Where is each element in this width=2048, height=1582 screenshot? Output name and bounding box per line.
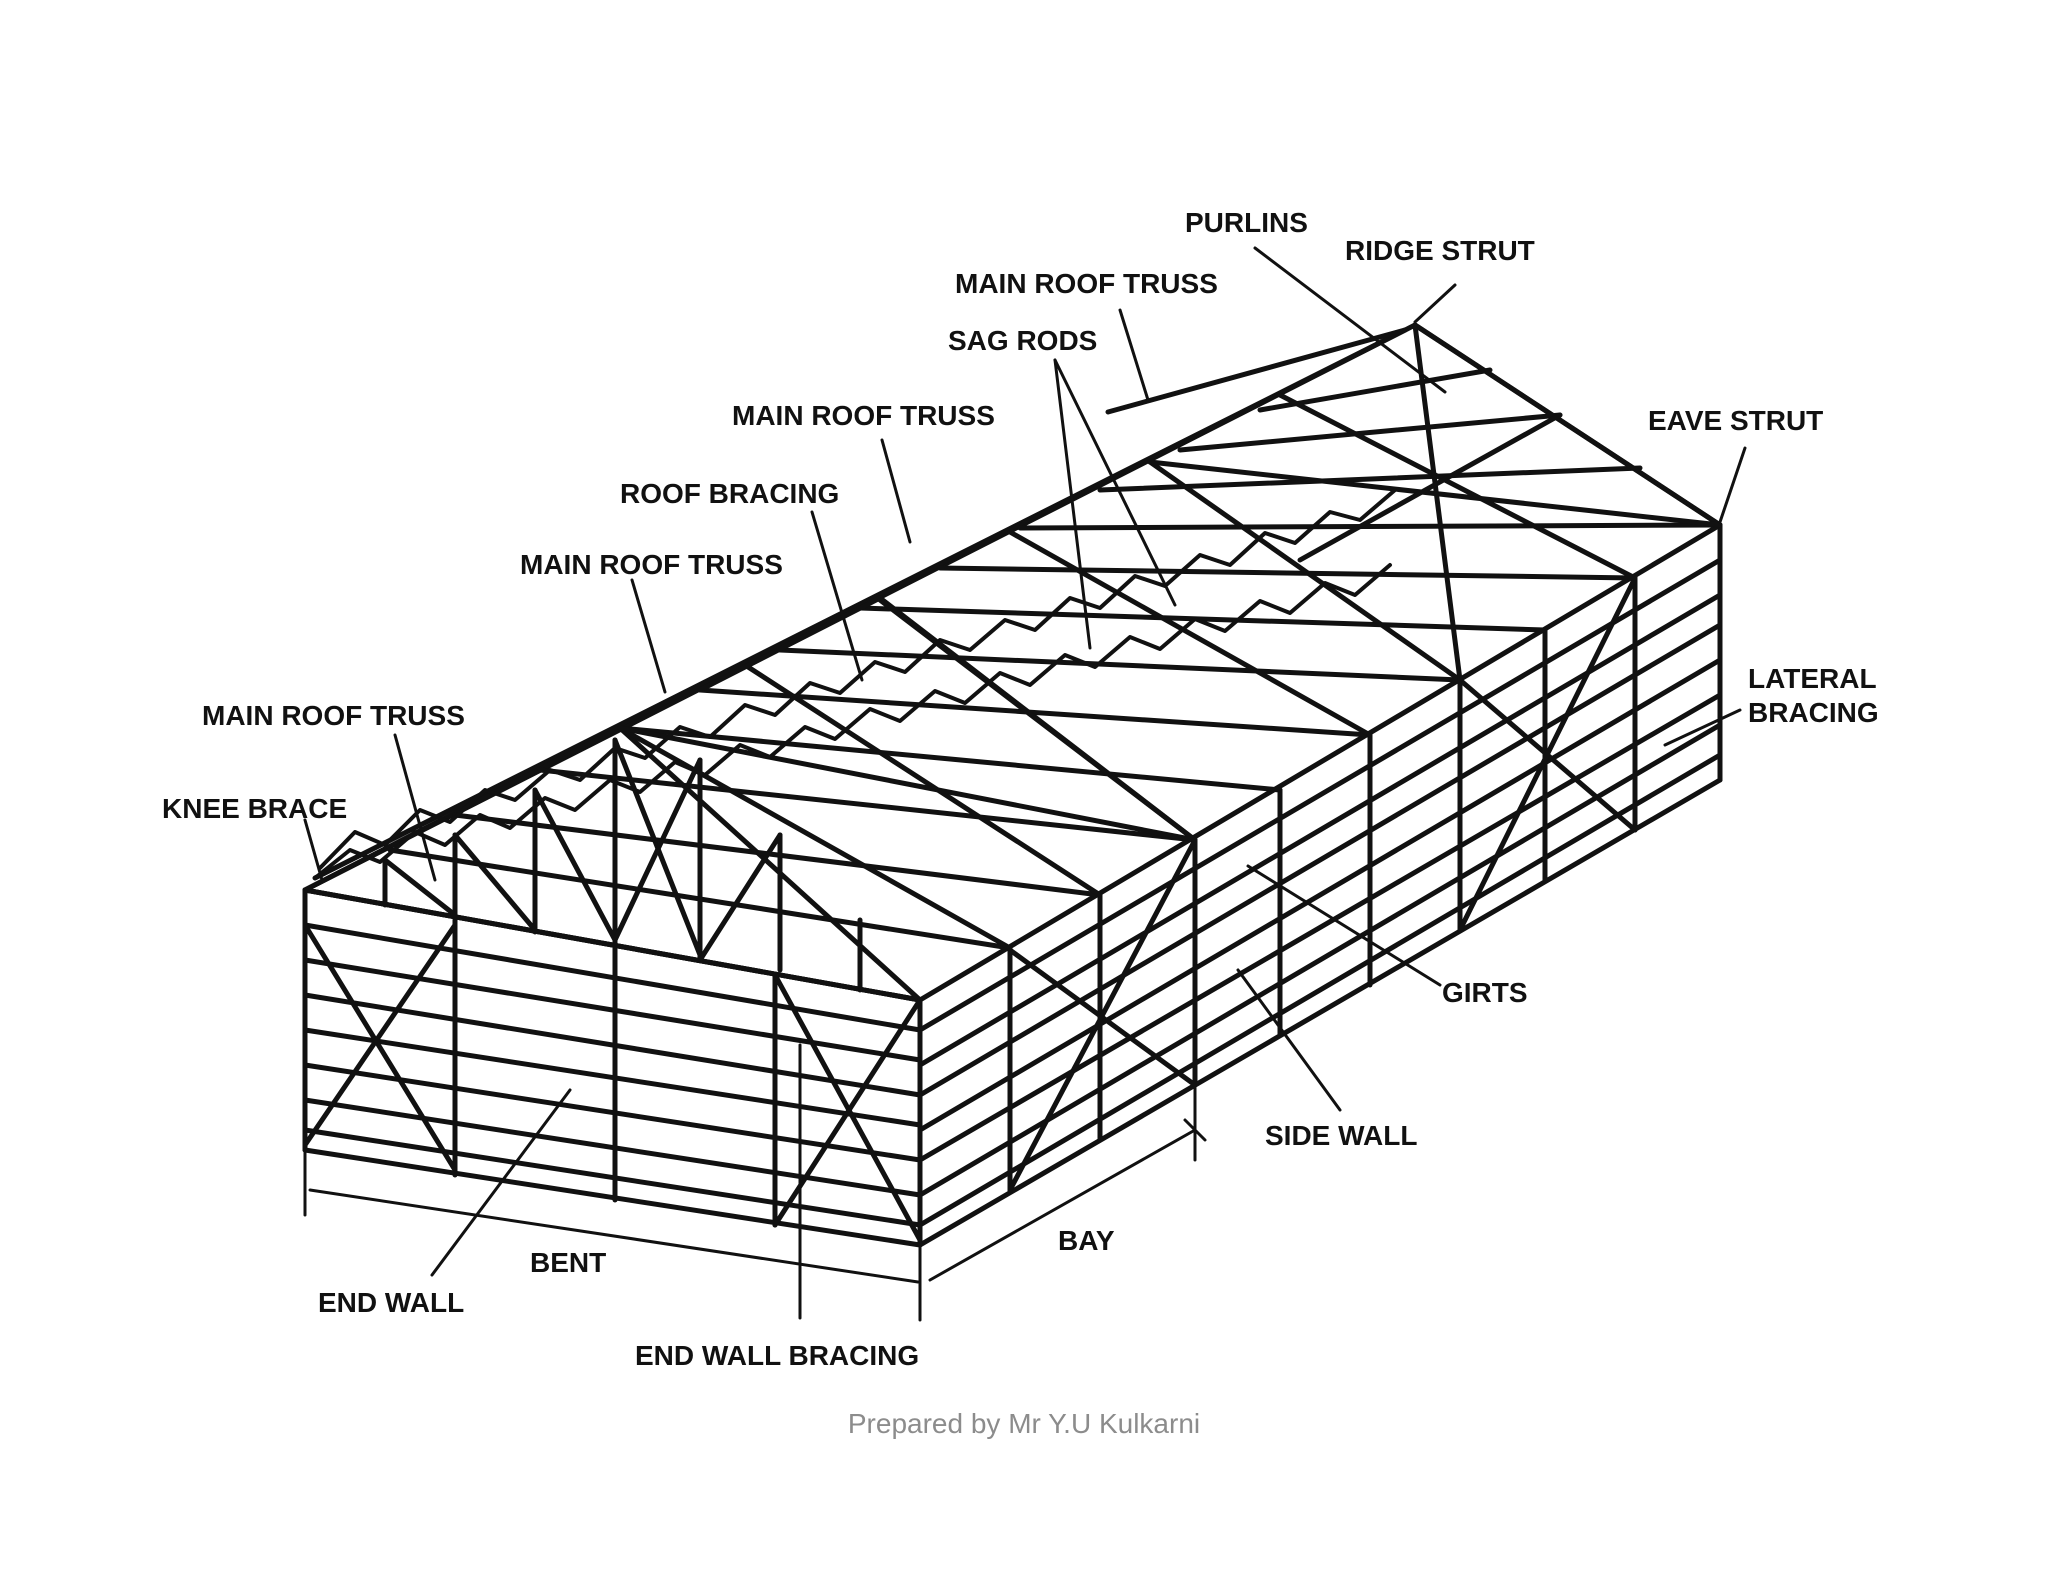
label-bracing: BRACING xyxy=(1748,697,1879,728)
footer-credit: Prepared by Mr Y.U Kulkarni xyxy=(847,1408,1201,1439)
label-side-wall: SIDE WALL xyxy=(1265,1120,1417,1151)
label-main-roof-truss-4: MAIN ROOF TRUSS xyxy=(202,700,465,731)
label-main-roof-truss-3: MAIN ROOF TRUSS xyxy=(520,549,783,580)
end-wall-girts xyxy=(302,917,923,1243)
label-end-wall-bracing: END WALL BRACING xyxy=(635,1340,919,1371)
ridge-truss-web xyxy=(313,488,1397,880)
label-ridge-strut: RIDGE STRUT xyxy=(1345,235,1535,266)
labels: PURLINS RIDGE STRUT MAIN ROOF TRUSS SAG … xyxy=(162,207,1879,1371)
label-bay: BAY xyxy=(1058,1225,1115,1256)
leader-lines xyxy=(303,246,1747,1320)
label-sag-rods: SAG RODS xyxy=(948,325,1097,356)
label-girts: GIRTS xyxy=(1442,977,1528,1008)
label-end-wall: END WALL xyxy=(318,1287,464,1318)
label-main-roof-truss-2: MAIN ROOF TRUSS xyxy=(732,400,995,431)
dimension-lines xyxy=(303,1083,1207,1322)
label-purlins: PURLINS xyxy=(1185,207,1308,238)
label-bent: BENT xyxy=(530,1247,606,1278)
label-main-roof-truss-top: MAIN ROOF TRUSS xyxy=(955,268,1218,299)
label-knee-brace: KNEE BRACE xyxy=(162,793,347,824)
label-roof-bracing: ROOF BRACING xyxy=(620,478,839,509)
label-lateral: LATERAL xyxy=(1748,663,1877,694)
frame-drawing xyxy=(302,246,1747,1322)
label-eave-strut: EAVE STRUT xyxy=(1648,405,1823,436)
roof-purlins xyxy=(387,322,1723,951)
